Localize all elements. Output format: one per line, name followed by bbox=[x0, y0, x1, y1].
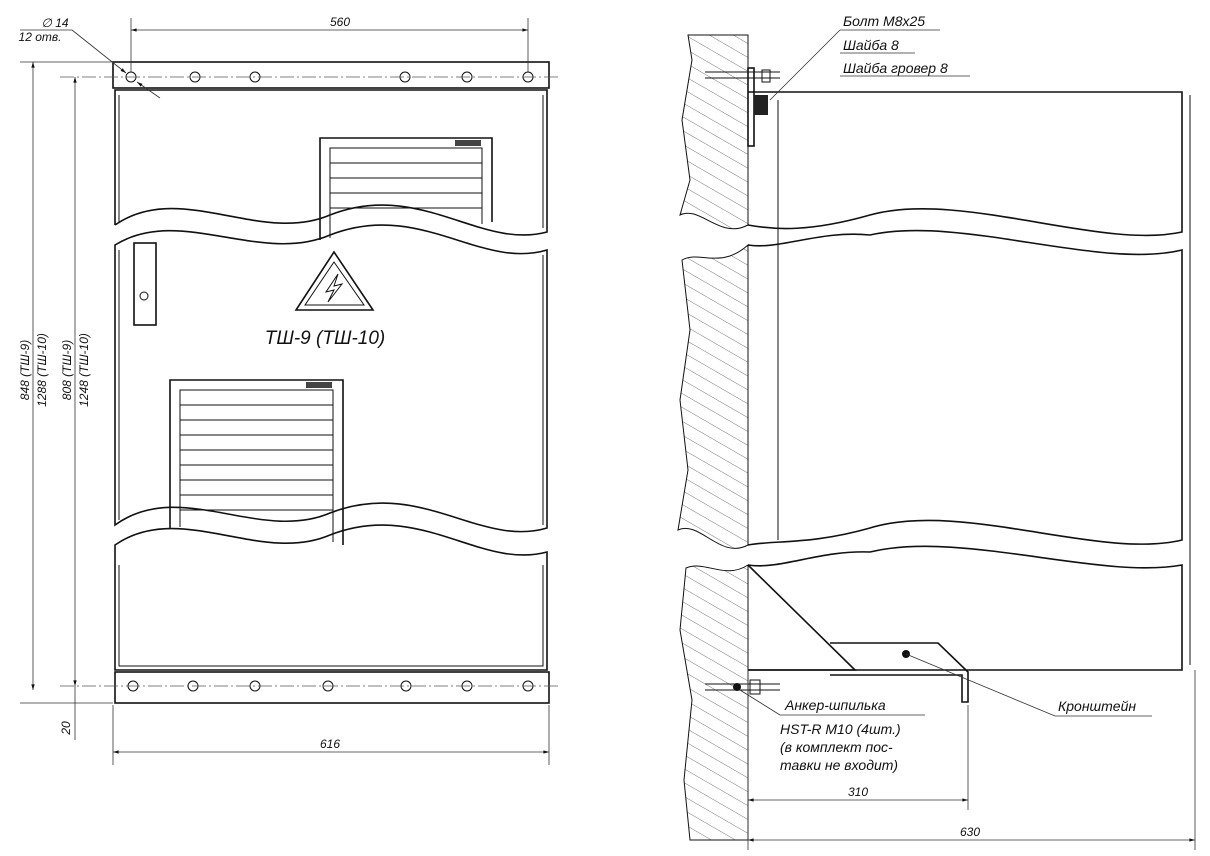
cabinet-body-bottom bbox=[114, 524, 548, 671]
dimension-20: 20 bbox=[59, 686, 76, 740]
svg-text:630: 630 bbox=[960, 825, 980, 839]
dimension-616: 616 bbox=[112, 705, 550, 765]
fastener-callouts: Болт М8х25 Шайба 8 Шайба гровер 8 bbox=[769, 13, 970, 101]
lower-vent-grille bbox=[169, 379, 344, 545]
svg-text:808 (ТШ-9): 808 (ТШ-9) bbox=[60, 340, 74, 400]
front-view: ТШ-9 (ТШ-10) 560 616 ∅ 14 12 отв. bbox=[18, 15, 560, 765]
svg-text:HST-R M10 (4шт.): HST-R M10 (4шт.) bbox=[780, 721, 901, 737]
dimension-310: 310 bbox=[747, 670, 969, 850]
dimension-560: 560 bbox=[130, 15, 529, 72]
svg-text:∅ 14: ∅ 14 bbox=[41, 16, 68, 30]
bottom-mounting-plate bbox=[114, 671, 550, 704]
side-body-bottom bbox=[747, 545, 1183, 671]
svg-text:1288 (ТШ-10): 1288 (ТШ-10) bbox=[35, 333, 49, 407]
svg-text:(в комплект пос-: (в комплект пос- bbox=[780, 739, 893, 755]
anchor-bolt bbox=[705, 679, 780, 695]
side-body-middle bbox=[747, 229, 1183, 546]
side-body-top bbox=[747, 91, 1183, 237]
svg-text:Шайба гровер 8: Шайба гровер 8 bbox=[843, 60, 948, 76]
svg-text:560: 560 bbox=[330, 15, 350, 29]
top-mounting-plate bbox=[112, 61, 550, 89]
svg-text:Кронштейн: Кронштейн bbox=[1058, 698, 1136, 714]
svg-text:1248 (ТШ-10): 1248 (ТШ-10) bbox=[77, 333, 91, 407]
svg-text:20: 20 bbox=[59, 721, 73, 736]
dimension-height-outer: 848 (ТШ-9) 1288 (ТШ-10) bbox=[18, 61, 49, 691]
wall-section bbox=[677, 34, 749, 841]
svg-text:12 отв.: 12 отв. bbox=[19, 30, 62, 44]
door-lock-handle[interactable] bbox=[133, 242, 157, 326]
upper-vent-grille bbox=[319, 137, 493, 240]
dimension-630: 630 bbox=[747, 670, 1196, 850]
cabinet-label: ТШ-9 (ТШ-10) bbox=[265, 328, 385, 349]
bracket bbox=[747, 564, 969, 703]
svg-text:Болт М8х25: Болт М8х25 bbox=[843, 13, 925, 29]
bracket-callout: Кронштейн bbox=[905, 653, 1152, 717]
anchor-callout: Анкер-шпилька HST-R M10 (4шт.) (в компле… bbox=[739, 689, 925, 773]
side-view: Болт М8х25 Шайба 8 Шайба гровер 8 Анкер-… bbox=[677, 13, 1196, 850]
dimension-height-inner: 808 (ТШ-9) 1248 (ТШ-10) bbox=[60, 77, 91, 687]
cabinet-body-middle bbox=[114, 224, 548, 533]
svg-text:848 (ТШ-9): 848 (ТШ-9) bbox=[18, 340, 32, 400]
svg-text:Анкер-шпилька: Анкер-шпилька bbox=[784, 697, 886, 713]
high-voltage-warning-icon bbox=[294, 250, 375, 311]
top-bolt-assembly bbox=[705, 67, 780, 147]
cabinet-body-top bbox=[114, 89, 548, 236]
svg-text:тавки не входит): тавки не входит) bbox=[780, 757, 898, 773]
hole-callout: ∅ 14 12 отв. bbox=[19, 16, 161, 99]
svg-text:310: 310 bbox=[848, 785, 868, 799]
svg-text:616: 616 bbox=[320, 737, 340, 751]
svg-text:Шайба 8: Шайба 8 bbox=[843, 37, 899, 53]
